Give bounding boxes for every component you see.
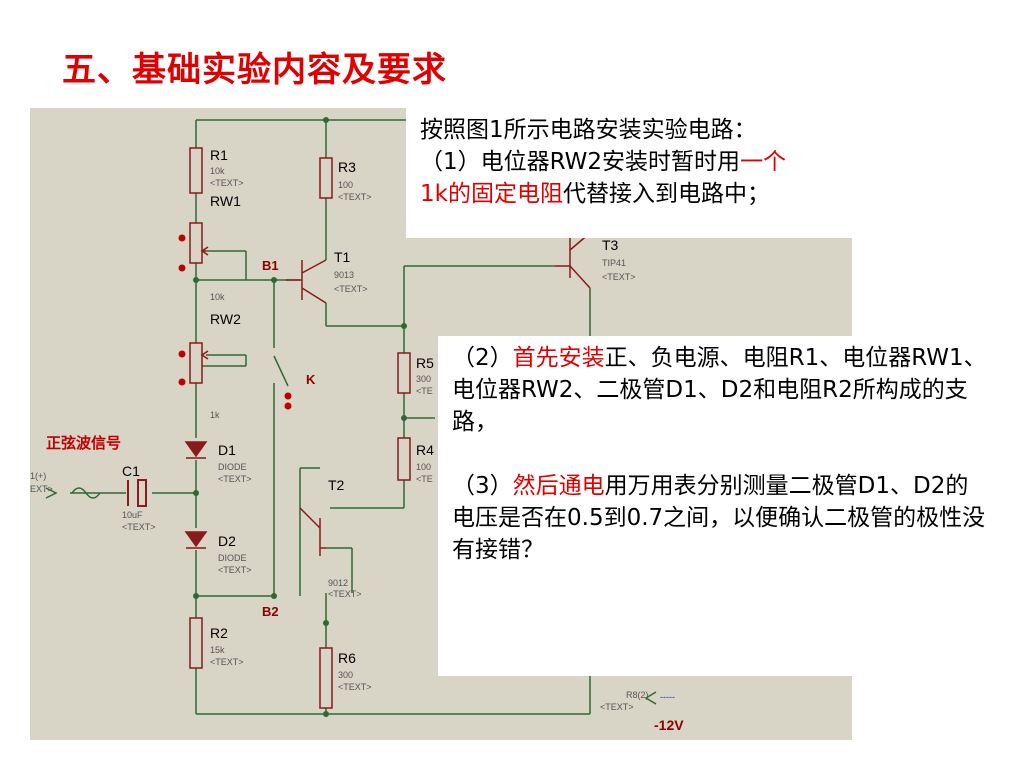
c1-text: <TEXT> — [122, 522, 156, 532]
r2-name: R2 — [210, 625, 228, 641]
r5-value: 300 — [416, 374, 431, 384]
r5-name: R5 — [416, 355, 434, 371]
box1-line2b: 一个 — [740, 149, 787, 175]
page-title: 五、基础实验内容及要求 — [62, 50, 447, 90]
r8-dashes: ----- — [660, 692, 675, 702]
pin-dots — [178, 234, 292, 410]
box2-p2a: （3） — [452, 473, 513, 499]
r1-text: <TEXT> — [210, 178, 244, 188]
switch-k-label: K — [306, 372, 316, 387]
source-label: 1(+) — [30, 471, 46, 481]
box2-p1b: 首先安装 — [512, 345, 605, 371]
t2-name: T2 — [328, 477, 345, 493]
rw1-value: 10k — [210, 292, 225, 302]
r3-name: R3 — [338, 159, 356, 175]
box1-line2a: （1）电位器RW2安装时暂时用 — [420, 149, 741, 175]
r6-text: <TEXT> — [338, 682, 372, 692]
t1-name: T1 — [334, 249, 351, 265]
d2-value: DIODE — [218, 553, 247, 563]
t2-text: <TEXT> — [328, 589, 362, 599]
rw1-name: RW1 — [210, 193, 241, 209]
rw2-value: 1k — [210, 410, 220, 420]
signal-label: 正弦波信号 — [46, 434, 121, 452]
instruction-box-2: （2）首先安装正、负电源、电阻R1、电位器RW1、电位器RW2、二极管D1、D2… — [438, 336, 998, 676]
resistors — [189, 147, 411, 709]
t1-value: 9013 — [334, 270, 354, 280]
diodes — [184, 441, 208, 549]
d1-name: D1 — [218, 442, 236, 458]
d1-text: <TEXT> — [218, 474, 252, 484]
d1-value: DIODE — [218, 462, 247, 472]
box1-line1: 按照图1所示电路安装实验电路： — [420, 117, 757, 143]
r1-value: 10k — [210, 166, 225, 176]
signal-source — [45, 487, 101, 499]
c1-name: C1 — [122, 463, 140, 479]
r4-text: <TE — [416, 474, 433, 484]
box2-p2b: 然后通电 — [512, 473, 605, 499]
r8-terminal — [644, 691, 657, 705]
box2-p1c: 正、负电源、电阻R1、电位器RW1、电位器RW2、二极管D1、D2和电阻R2所构… — [452, 345, 987, 435]
r8-label: R8(2) — [626, 690, 649, 700]
box1-line3b: 代替接入到电路中； — [562, 181, 770, 207]
r3-value: 100 — [338, 180, 353, 190]
r8-text: <TEXT> — [600, 702, 634, 712]
rw2-name: RW2 — [210, 311, 241, 327]
source-text: EXT> — [30, 484, 53, 494]
r2-text: <TEXT> — [210, 657, 244, 667]
r3-text: <TEXT> — [338, 192, 372, 202]
box2-p2c: 用万用表分别测量二极管D1、D2的电压是否在0.5到0.7之间，以便确认二极管的… — [452, 473, 986, 563]
net-b1-label: B1 — [262, 258, 279, 273]
net-b2-label: B2 — [262, 604, 279, 619]
r5-text: <TE — [416, 386, 433, 396]
pot-arrows — [200, 246, 209, 360]
t3-value: TIP41 — [602, 258, 626, 268]
t2-value: 9012 — [328, 578, 348, 588]
box1-line3a: 1k的固定电阻 — [420, 181, 563, 207]
t3-name: T3 — [602, 237, 619, 253]
t3-text: <TEXT> — [602, 272, 636, 282]
r4-name: R4 — [416, 442, 434, 458]
d2-name: D2 — [218, 533, 236, 549]
transistors — [286, 232, 591, 556]
box2-p1a: （2） — [452, 345, 513, 371]
t1-text: <TEXT> — [334, 284, 368, 294]
wires — [70, 119, 591, 715]
r6-name: R6 — [338, 650, 356, 666]
c1-value: 10uF — [122, 510, 143, 520]
r6-value: 300 — [338, 670, 353, 680]
schematic-svg: R1 10k <TEXT> RW1 10k RW2 1k R3 100 <TEX… — [30, 117, 684, 733]
r4-value: 100 — [416, 462, 431, 472]
d2-text: <TEXT> — [218, 565, 252, 575]
r2-value: 15k — [210, 645, 225, 655]
neg-supply-label: -12V — [654, 717, 684, 733]
instruction-box-1: 按照图1所示电路安装实验电路： （1）电位器RW2安装时暂时用一个 1k的固定电… — [406, 108, 862, 238]
capacitor-c1 — [127, 479, 147, 507]
r1-name: R1 — [210, 147, 228, 163]
switch-k — [273, 355, 289, 387]
